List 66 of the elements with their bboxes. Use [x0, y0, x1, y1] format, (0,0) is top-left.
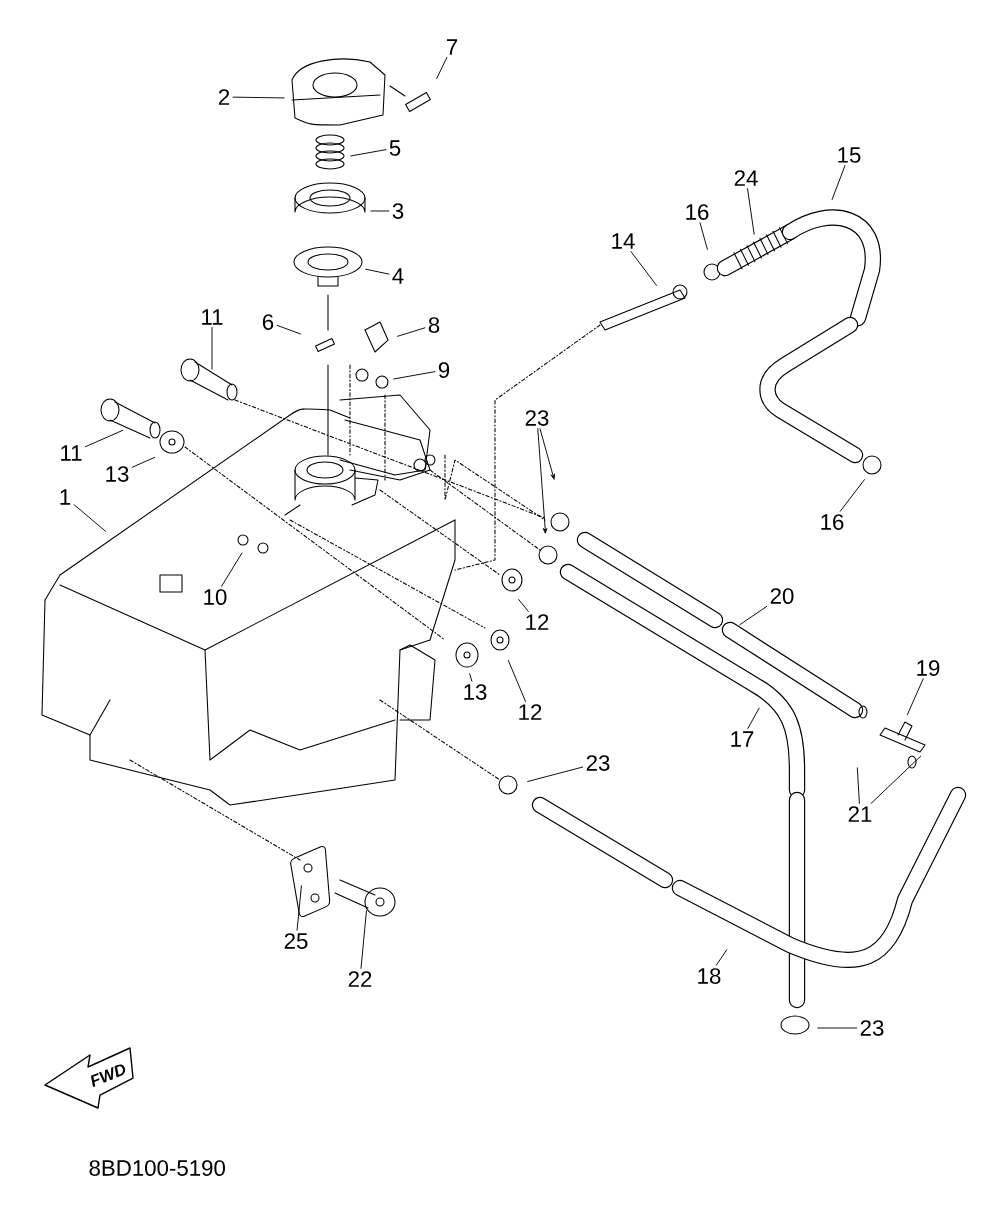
callout-number: 19	[917, 660, 940, 676]
leader-line	[232, 96, 285, 99]
callout-number: 9	[438, 362, 450, 378]
callout-number: 11	[61, 445, 82, 461]
leader-line	[370, 210, 390, 212]
callout-number: 12	[519, 704, 542, 720]
leader-line	[211, 327, 213, 370]
callout-number: 23	[586, 755, 610, 771]
callout-number: 4	[392, 268, 404, 284]
callout-number: 13	[464, 684, 487, 700]
leader-line	[131, 456, 156, 468]
leader-line	[397, 327, 426, 337]
callout-number: 7	[446, 39, 458, 55]
leader-line	[469, 673, 473, 682]
leader-line	[73, 504, 106, 532]
callout-number: 5	[389, 140, 401, 156]
direction-label: FWD	[90, 1064, 126, 1088]
leader-line	[817, 1027, 858, 1029]
leader-line	[747, 188, 755, 235]
callout-number: 14	[612, 233, 635, 249]
leader-line	[537, 428, 548, 534]
callout-number: 21	[848, 806, 872, 822]
callout-number: 11	[202, 309, 223, 325]
callout-number: 23	[860, 1020, 884, 1036]
leader-line	[747, 707, 760, 729]
leader-line	[739, 605, 768, 626]
callout-number: 3	[392, 203, 404, 219]
callout-number: 6	[262, 314, 274, 330]
leader-line	[906, 678, 924, 716]
callout-number: 8	[428, 317, 440, 333]
callout-number: 22	[348, 971, 372, 987]
leader-line	[365, 268, 390, 275]
leader-line	[839, 479, 865, 512]
leader-line	[831, 165, 846, 200]
callout-number: 17	[731, 731, 754, 747]
callout-number: 13	[106, 466, 129, 482]
callout-number: 25	[284, 933, 308, 949]
leader-line	[221, 552, 243, 587]
leader-line	[84, 429, 124, 448]
leader-line	[715, 949, 728, 966]
leader-line	[350, 149, 387, 157]
callout-number: 1	[60, 489, 71, 505]
leader-line	[276, 324, 301, 335]
leader-line	[870, 755, 922, 804]
callout-number: 23	[525, 410, 549, 426]
callout-number: 16	[821, 514, 844, 530]
leader-line	[539, 428, 555, 480]
leader-line	[360, 910, 367, 969]
callout-number: 16	[686, 204, 709, 220]
callout-number: 24	[734, 170, 758, 186]
callout-number: 18	[698, 968, 721, 984]
drawing-number: 8BD100-5190	[89, 1160, 225, 1176]
leader-line	[856, 767, 860, 804]
callout-number: 12	[526, 614, 549, 630]
leader-line	[393, 371, 436, 380]
callout-number: 20	[770, 588, 794, 604]
leader-line	[436, 57, 448, 80]
leader-line	[527, 766, 584, 782]
callout-number: 10	[204, 589, 227, 605]
leader-line	[296, 885, 302, 931]
leader-line	[518, 599, 529, 612]
leader-line	[699, 222, 708, 250]
callout-number: 15	[838, 147, 861, 163]
leader-line	[630, 251, 657, 286]
callout-number: 2	[218, 89, 230, 105]
leader-line	[507, 659, 526, 702]
